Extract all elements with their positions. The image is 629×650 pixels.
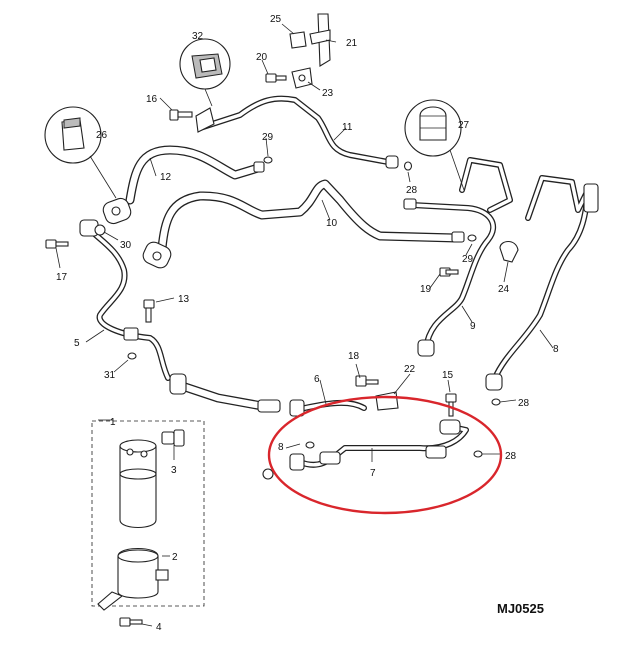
hose-10 [142, 179, 465, 269]
bolt-18 [355, 375, 379, 387]
pipe-7 [289, 419, 469, 471]
callout-27: 27 [458, 120, 470, 131]
callout-12: 12 [160, 172, 172, 183]
pipe-8 [485, 175, 599, 391]
callout-29-b: 29 [462, 254, 474, 265]
highlight-ellipse [267, 395, 503, 515]
callout-21: 21 [346, 38, 358, 49]
bolt-4 [119, 617, 143, 627]
leader-lines [55, 23, 554, 627]
callout-28-b: 28 [518, 398, 530, 409]
callout-29-a: 29 [262, 132, 274, 143]
callout-24: 24 [498, 284, 510, 295]
callout-6: 6 [314, 374, 320, 385]
callout-28-c: 28 [505, 451, 517, 462]
callout-28-a: 28 [406, 185, 418, 196]
callout-16: 16 [146, 94, 158, 105]
o-ring-29-b [467, 234, 477, 242]
o-ring-29-a [263, 156, 273, 164]
receiver-drier-group [91, 420, 205, 627]
pipe-9 [403, 157, 513, 357]
callout-7: 7 [370, 468, 376, 479]
o-ring-28-b [491, 398, 501, 406]
bolt-13 [143, 299, 155, 323]
bracket-22 [375, 391, 399, 411]
callout-labels: 1 2 3 4 5 6 7 8 9 10 11 12 13 15 16 17 1… [56, 14, 559, 633]
bolt-19 [439, 267, 459, 277]
callout-10: 10 [326, 218, 338, 229]
detail-26 [44, 106, 117, 199]
callout-11: 11 [342, 122, 353, 133]
callout-32: 32 [192, 31, 204, 42]
bolt-16 [169, 109, 193, 121]
bolt-left-7 [262, 468, 274, 480]
callout-25: 25 [270, 14, 282, 25]
clip-23 [291, 67, 313, 89]
pipe-5 [85, 225, 281, 413]
callout-19: 19 [420, 284, 432, 295]
callout-31: 31 [104, 370, 116, 381]
washer-30 [94, 224, 106, 236]
grommet-25 [289, 31, 307, 49]
callout-2: 2 [172, 552, 178, 563]
callout-5: 5 [74, 338, 80, 349]
detail-32 [179, 38, 231, 107]
callout-20: 20 [256, 52, 268, 63]
o-ring-31 [127, 352, 137, 360]
bolt-20 [265, 73, 287, 83]
callout-3: 3 [171, 465, 177, 476]
callout-30: 30 [120, 240, 132, 251]
callout-18: 18 [348, 351, 360, 362]
callout-26: 26 [96, 130, 108, 141]
callout-8-b: 8 [278, 442, 284, 453]
callout-22: 22 [404, 364, 416, 375]
bolt-17 [45, 239, 69, 249]
hose-12 [102, 145, 265, 225]
o-ring-28-c [473, 450, 483, 458]
switch-3 [161, 429, 185, 447]
clamp-2 [97, 547, 169, 611]
callout-9: 9 [470, 321, 476, 332]
o-ring-28-a [403, 161, 413, 171]
callout-13: 13 [178, 294, 190, 305]
clip-24 [499, 240, 519, 263]
callout-15: 15 [442, 370, 454, 381]
callout-23: 23 [322, 88, 334, 99]
bracket-21 [309, 13, 331, 67]
pipe-11 [195, 95, 399, 169]
detail-27 [404, 99, 465, 191]
callout-17: 17 [56, 272, 68, 283]
callout-1: 1 [110, 417, 116, 428]
figure-code: MJ0525 [497, 601, 544, 616]
o-ring-8-small [305, 441, 315, 449]
pipe-5-fitting [169, 373, 187, 395]
callout-4: 4 [156, 622, 162, 633]
callout-8: 8 [553, 344, 559, 355]
